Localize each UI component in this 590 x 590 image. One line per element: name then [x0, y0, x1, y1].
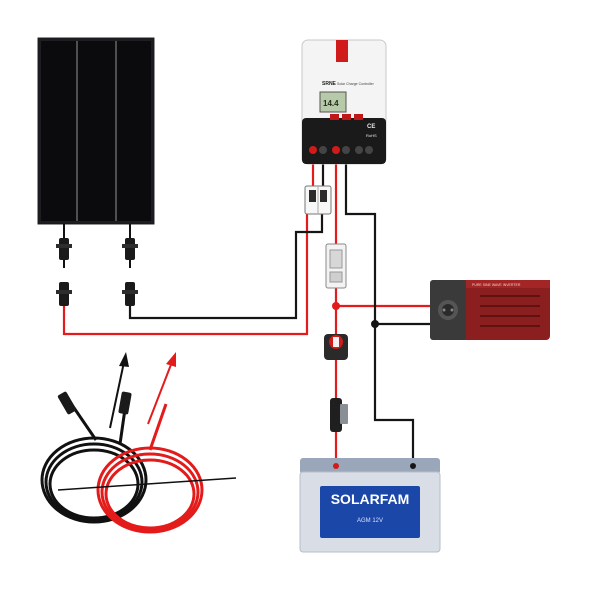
charge-controller: [301, 39, 387, 165]
solar-panel-icon: [37, 37, 155, 225]
circuit-breaker-icon: [304, 185, 332, 215]
controller-ce-mark: CE: [367, 124, 375, 130]
mc4-connector-icon: [56, 224, 138, 306]
inverter-caption: PURE SINE WAVE INVERTER: [472, 283, 521, 287]
fuse-holder-icon: [325, 243, 347, 289]
pv-negative-wire: [128, 208, 324, 320]
arrow-icon: [147, 352, 176, 425]
mc4-connector-icon: [57, 391, 132, 415]
negative-junction: [371, 320, 379, 328]
battery-model: AGM 12V: [357, 518, 383, 524]
inline-fuse-icon: [330, 398, 348, 432]
inverter: [430, 280, 550, 340]
controller-display-value: 14.4: [323, 99, 339, 108]
positive-junction: [332, 302, 340, 310]
battery-switch-icon: [324, 334, 348, 360]
battery-negative-wire: [344, 160, 415, 460]
controller-model-caption: Solar Charge Controller: [337, 82, 375, 86]
controller-brand: SRNE: [322, 81, 337, 87]
battery: [299, 458, 441, 553]
controller-rohs-mark: RoHS: [366, 133, 377, 138]
pv-positive-wire: [62, 208, 309, 336]
battery-brand: SOLARFAM: [331, 491, 410, 507]
cable-coil-icon: [40, 401, 237, 534]
arrow-icon: [109, 352, 129, 429]
